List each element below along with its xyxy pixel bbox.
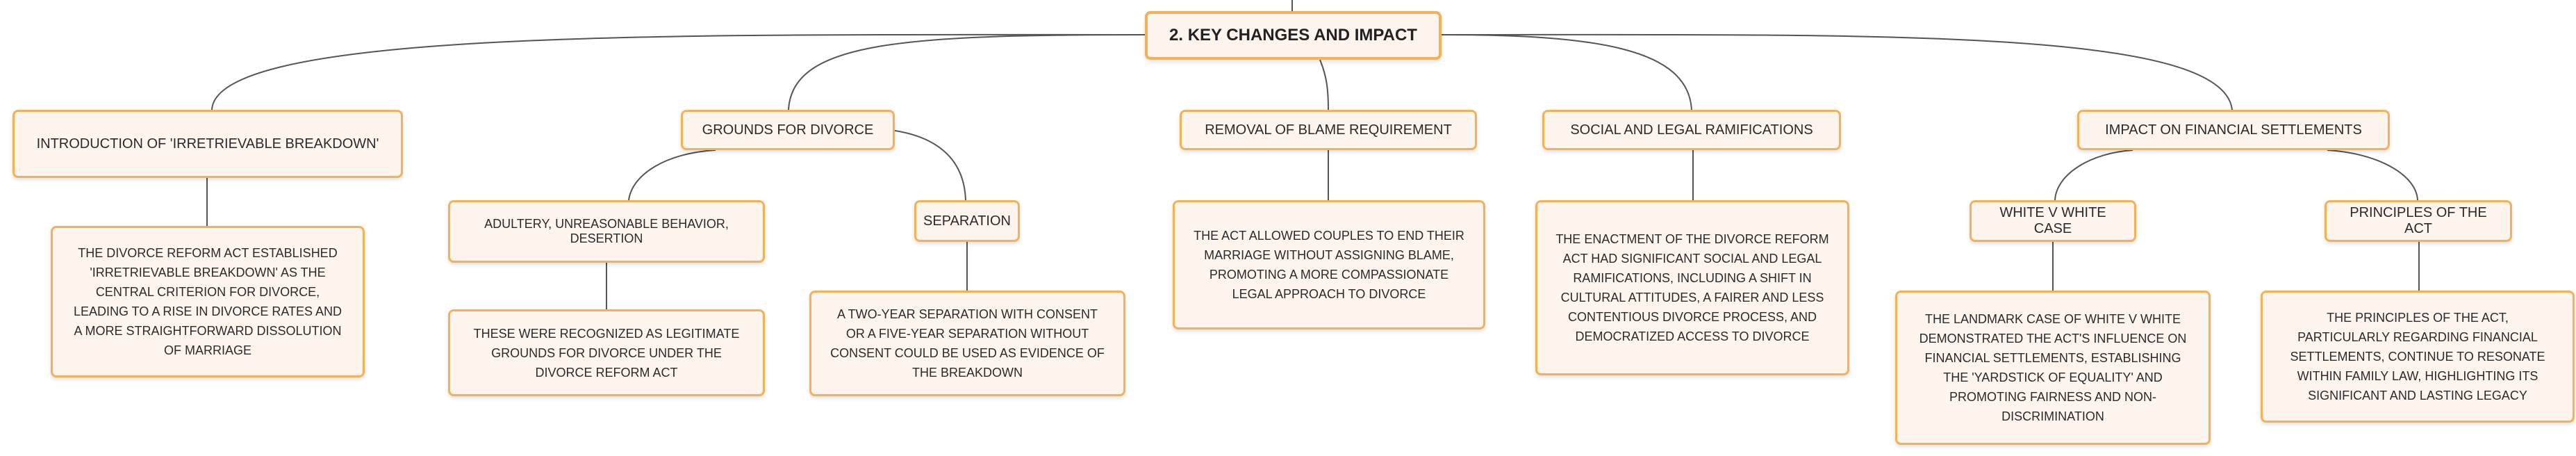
detail-social[interactable]: THE ENACTMENT OF THE DIVORCE REFORM ACT … [1535,200,1849,375]
detail-adultery[interactable]: THESE WERE RECOGNIZED AS LEGITIMATE GROU… [448,309,765,396]
connector-grounds-adultery [628,149,716,201]
connector-financial-white [2054,149,2133,201]
connector-grounds-separation [875,128,966,201]
connector-root-blame [1319,59,1329,111]
subtopic-separation-label: SEPARATION [923,213,1011,229]
detail-white[interactable]: THE LANDMARK CASE OF WHITE V WHITE DEMON… [1895,291,2211,445]
connector-financial-principles [2327,149,2418,201]
branch-introduction-label: INTRODUCTION OF 'IRRETRIEVABLE BREAKDOWN… [36,136,379,152]
subtopic-white[interactable]: WHITE V WHITE CASE [1970,200,2136,242]
branch-financial-label: IMPACT ON FINANCIAL SETTLEMENTS [2105,122,2362,138]
connector-root-introduction [211,33,1146,111]
branch-introduction[interactable]: INTRODUCTION OF 'IRRETRIEVABLE BREAKDOWN… [13,110,403,178]
root-topic[interactable]: 2. KEY CHANGES AND IMPACT [1145,11,1442,60]
detail-principles[interactable]: THE PRINCIPLES OF THE ACT, PARTICULARLY … [2261,291,2575,423]
connector-root-grounds [788,34,1146,111]
subtopic-separation[interactable]: SEPARATION [914,200,1020,242]
detail-principles-text: THE PRINCIPLES OF THE ACT, PARTICULARLY … [2290,311,2545,402]
detail-introduction[interactable]: THE DIVORCE REFORM ACT ESTABLISHED 'IRRE… [51,226,365,377]
subtopic-adultery[interactable]: ADULTERY, UNREASONABLE BEHAVIOR, DESERTI… [448,200,765,263]
subtopic-white-label: WHITE V WHITE CASE [1999,205,2106,236]
connector-root-social [1441,34,1692,111]
detail-blame-text: THE ACT ALLOWED COUPLES TO END THEIR MAR… [1194,229,1464,301]
branch-social-label: SOCIAL AND LEGAL RAMIFICATIONS [1570,122,1813,138]
connector-root-financial [1441,33,2233,111]
branch-financial[interactable]: IMPACT ON FINANCIAL SETTLEMENTS [2077,110,2390,150]
branch-grounds[interactable]: GROUNDS FOR DIVORCE [681,110,895,150]
branch-grounds-label: GROUNDS FOR DIVORCE [702,122,874,138]
detail-separation[interactable]: A TWO-YEAR SEPARATION WITH CONSENT OR A … [809,291,1125,396]
detail-social-text: THE ENACTMENT OF THE DIVORCE REFORM ACT … [1555,232,1829,343]
detail-adultery-text: THESE WERE RECOGNIZED AS LEGITIMATE GROU… [473,326,740,380]
branch-social[interactable]: SOCIAL AND LEGAL RAMIFICATIONS [1542,110,1841,150]
detail-introduction-text: THE DIVORCE REFORM ACT ESTABLISHED 'IRRE… [73,246,342,357]
subtopic-principles-label: PRINCIPLES OF THE ACT [2350,205,2487,236]
branch-blame-label: REMOVAL OF BLAME REQUIREMENT [1205,122,1452,138]
root-topic-label: 2. KEY CHANGES AND IMPACT [1169,26,1417,44]
branch-blame[interactable]: REMOVAL OF BLAME REQUIREMENT [1180,110,1477,150]
subtopic-adultery-label: ADULTERY, UNREASONABLE BEHAVIOR, DESERTI… [484,217,729,245]
subtopic-principles[interactable]: PRINCIPLES OF THE ACT [2325,200,2512,242]
detail-separation-text: A TWO-YEAR SEPARATION WITH CONSENT OR A … [830,307,1105,380]
detail-white-text: THE LANDMARK CASE OF WHITE V WHITE DEMON… [1919,312,2187,423]
detail-blame[interactable]: THE ACT ALLOWED COUPLES TO END THEIR MAR… [1173,200,1485,329]
